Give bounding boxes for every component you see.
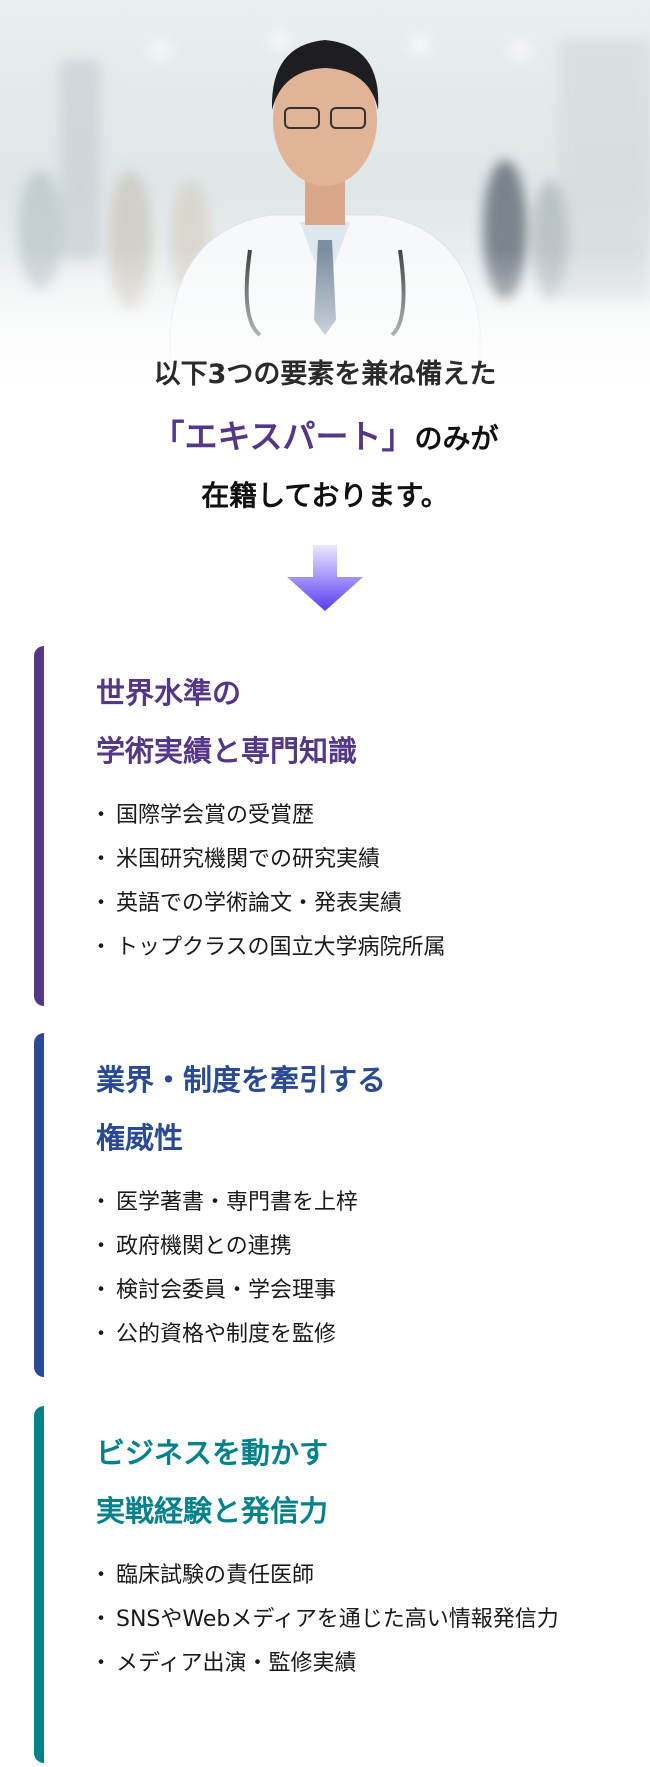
list-item: 政府機関との連携 bbox=[90, 1225, 614, 1269]
list-item: 国際学会賞の受賞歴 bbox=[90, 794, 614, 838]
list-item: SNSやWebメディアを通じた高い情報発信力 bbox=[90, 1598, 594, 1642]
card-title-line-1: 世界水準の bbox=[96, 676, 242, 710]
accent-bar bbox=[34, 1033, 44, 1377]
card-title: 業界・制度を牽引する権威性 bbox=[96, 1051, 614, 1167]
card-title: 世界水準の学術実績と専門知識 bbox=[96, 664, 614, 780]
intro-line-3: 在籍しております。 bbox=[201, 479, 449, 512]
card-list: 医学著書・専門書を上梓 政府機関との連携 検討会委員・学会理事 公的資格や制度を… bbox=[90, 1181, 614, 1357]
list-item: 米国研究機関での研究実績 bbox=[90, 838, 614, 882]
list-item: トップクラスの国立大学病院所属 bbox=[90, 926, 614, 970]
list-item: 公的資格や制度を監修 bbox=[90, 1313, 614, 1357]
list-item: 医学著書・専門書を上梓 bbox=[90, 1181, 614, 1225]
expert-highlight: 「エキスパート」 bbox=[151, 417, 415, 456]
card-title-line-1: ビジネスを動かす bbox=[96, 1436, 329, 1470]
card-list: 臨床試験の責任医師 SNSやWebメディアを通じた高い情報発信力 メディア出演・… bbox=[90, 1554, 594, 1686]
intro-line-1: 以下3つの要素を兼ね備えた bbox=[153, 359, 497, 390]
card-title-line-2: 学術実績と専門知識 bbox=[96, 734, 358, 768]
arrow-down-icon bbox=[287, 545, 363, 611]
intro-line-2-rest: のみが bbox=[414, 422, 499, 455]
list-item: 臨床試験の責任医師 bbox=[90, 1554, 594, 1598]
list-item: 英語での学術論文・発表実績 bbox=[90, 882, 614, 926]
card-title: ビジネスを動かす実戦経験と発信力 bbox=[96, 1424, 594, 1540]
card-list: 国際学会賞の受賞歴 米国研究機関での研究実績 英語での学術論文・発表実績 トップ… bbox=[90, 794, 614, 970]
list-item: 検討会委員・学会理事 bbox=[90, 1269, 614, 1313]
list-item: メディア出演・監修実績 bbox=[90, 1642, 594, 1686]
accent-bar bbox=[34, 646, 44, 1006]
accent-bar bbox=[34, 1406, 44, 1763]
card-title-line-1: 業界・制度を牽引する bbox=[96, 1063, 387, 1097]
hero-fade bbox=[0, 250, 650, 420]
card-title-line-2: 実戦経験と発信力 bbox=[96, 1494, 329, 1528]
intro-line-2: 「エキスパート」のみが bbox=[0, 410, 650, 458]
hero-photo bbox=[0, 0, 650, 420]
card-title-line-2: 権威性 bbox=[96, 1121, 184, 1155]
